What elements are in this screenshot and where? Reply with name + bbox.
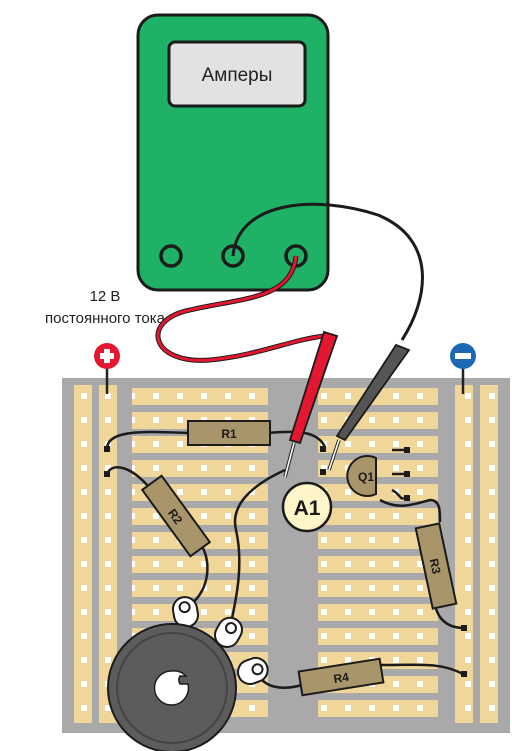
r4-label: R4 [332, 670, 350, 686]
negative-terminal [450, 343, 476, 394]
meter-display-text: Амперы [202, 65, 273, 86]
red-test-lead[interactable] [155, 255, 339, 478]
right-strip-row-holes [318, 484, 438, 501]
component-pins [104, 446, 467, 677]
right-strip-row-holes [318, 580, 438, 597]
pot-knob[interactable] [153, 670, 190, 706]
potentiometer[interactable] [107, 595, 271, 751]
r3-label: R3 [427, 557, 444, 575]
rail-hole-column [74, 388, 92, 723]
right-strip-row-holes [318, 604, 438, 621]
rail-hole-column [480, 388, 498, 723]
right-strip-row-holes [318, 556, 438, 573]
q1-label: Q1 [358, 470, 374, 484]
r1-label: R1 [221, 427, 237, 441]
left-strip-row-holes [132, 580, 268, 597]
right-strip-row-holes [318, 700, 438, 717]
right-strip-row-holes [318, 628, 438, 645]
resistor-r1[interactable]: R1 [187, 420, 271, 446]
circuit-wires [105, 430, 465, 689]
meter-jack-left[interactable] [159, 244, 183, 268]
right-strip-row-holes [318, 532, 438, 549]
supply-voltage: 12 В [89, 288, 121, 305]
a1-label: A1 [294, 497, 321, 520]
left-strip-row-holes [132, 460, 268, 477]
ammeter-marker-a1: A1 [281, 481, 333, 533]
resistor-r2[interactable]: R2 [140, 474, 212, 558]
multimeter: Амперы [136, 13, 330, 292]
left-strip-row-holes [132, 556, 268, 573]
resistor-r3[interactable]: R3 [414, 522, 458, 610]
resistor-r4[interactable]: R4 [297, 657, 385, 697]
pot-ring [116, 632, 228, 744]
black-test-lead[interactable] [231, 202, 424, 471]
rail-hole-column [455, 388, 473, 723]
left-strip-row-holes [132, 604, 268, 621]
transistor-q1[interactable]: Q1 [346, 455, 377, 497]
supply-label: 12 В постоянного тока [0, 286, 210, 330]
right-strip-row-holes [318, 412, 438, 429]
rail-hole-column [99, 388, 117, 723]
supply-type: постоянного тока [45, 310, 165, 327]
meter-display [167, 40, 307, 108]
positive-terminal [94, 343, 120, 394]
right-strip-row-holes [318, 508, 438, 525]
left-strip-row-holes [132, 508, 268, 525]
right-strip-row-holes [318, 460, 438, 477]
left-strip-row-holes [132, 388, 268, 405]
right-strip-row-holes [318, 388, 438, 405]
rail-holes [74, 388, 498, 723]
pot-lug-3 [236, 656, 269, 685]
